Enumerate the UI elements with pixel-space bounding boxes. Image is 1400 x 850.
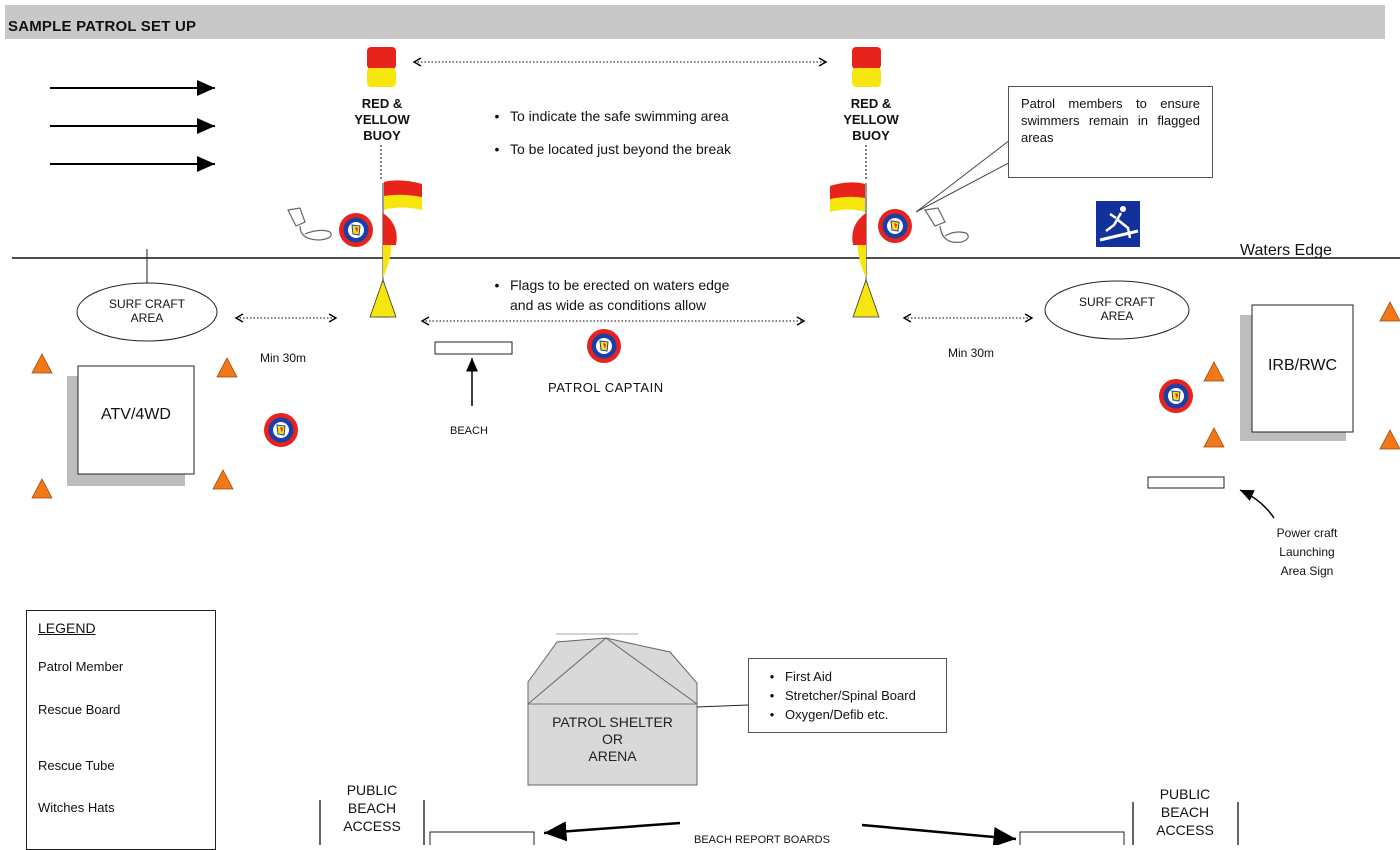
buoy-label-line: YELLOW bbox=[843, 112, 899, 127]
label-line: Power craft bbox=[1276, 526, 1338, 540]
patrol-member-icon bbox=[263, 412, 299, 448]
legend-item-rescue-tube: Rescue Tube bbox=[38, 758, 115, 773]
irb-label: IRB/RWC bbox=[1267, 357, 1338, 374]
buoy-label-line: RED & bbox=[361, 96, 403, 111]
label-line: Area Sign bbox=[1280, 564, 1334, 578]
patrol-member-icon bbox=[877, 208, 913, 244]
powercraft-label: Power craft Launching Area Sign bbox=[1262, 524, 1352, 581]
buoy-label-line: BUOY bbox=[363, 128, 401, 143]
witches-hat-icon bbox=[216, 357, 238, 378]
label-line: BEACH bbox=[1160, 804, 1210, 820]
patrol-member-icon bbox=[338, 212, 374, 248]
beach-sign bbox=[434, 341, 513, 355]
label-line: PUBLIC bbox=[346, 782, 398, 798]
label-line: SURF CRAFT bbox=[1079, 295, 1155, 309]
label-line: ACCESS bbox=[1156, 822, 1214, 838]
public-access-right: PUBLIC BEACH ACCESS bbox=[1140, 785, 1230, 839]
beach-report-label: BEACH REPORT BOARDS bbox=[694, 834, 830, 846]
label-line: SURF CRAFT bbox=[109, 297, 185, 311]
patrol-callout: Patrol members to ensure swimmers remain… bbox=[1008, 86, 1213, 178]
label-line: OR bbox=[602, 731, 623, 747]
shelter-item: First Aid bbox=[759, 667, 936, 686]
flag-right-icon bbox=[830, 182, 880, 318]
buoy-right-icon bbox=[852, 47, 881, 180]
legend-box bbox=[26, 610, 216, 850]
page-title: SAMPLE PATROL SET UP bbox=[8, 18, 197, 35]
patrol-shelter-icon bbox=[527, 633, 698, 786]
surfcraft-area-right bbox=[1044, 280, 1190, 340]
witches-hat-icon bbox=[212, 469, 234, 490]
shelter-items-callout: First Aid Stretcher/Spinal Board Oxygen/… bbox=[748, 658, 947, 733]
surfcraft-right-label: SURF CRAFT AREA bbox=[1062, 295, 1172, 323]
shelter-item: Stretcher/Spinal Board bbox=[759, 686, 936, 705]
buoy-left-icon bbox=[367, 47, 396, 180]
label-line: ACCESS bbox=[343, 818, 401, 834]
min-distance-right: Min 30m bbox=[948, 346, 995, 360]
callout-pointer bbox=[915, 139, 1019, 213]
witches-hat-icon bbox=[1379, 429, 1400, 450]
legend-item-patrol-member: Patrol Member bbox=[38, 659, 124, 674]
report-board-left bbox=[429, 831, 535, 845]
buoy-label-line: BUOY bbox=[852, 128, 890, 143]
patrol-captain-label: PATROL CAPTAIN bbox=[548, 380, 664, 395]
atv-area-box bbox=[77, 365, 195, 475]
report-board-right bbox=[1019, 831, 1125, 845]
label-line: BEACH bbox=[347, 800, 397, 816]
rescue-tube-left-icon bbox=[287, 207, 332, 241]
shelter-item: Oxygen/Defib etc. bbox=[759, 705, 936, 724]
witches-hat-icon bbox=[1203, 427, 1225, 448]
witches-hat-icon bbox=[31, 478, 53, 499]
buoy-left-label: RED & YELLOW BUOY bbox=[337, 96, 427, 144]
powercraft-sign bbox=[1147, 476, 1225, 489]
legend-item-rescue-board: Rescue Board bbox=[38, 702, 121, 717]
rescue-tube-right-icon bbox=[924, 207, 969, 244]
flags-note-line1: Flags to be erected on waters edge bbox=[484, 277, 729, 293]
buoy-note: To indicate the safe swimming area bbox=[484, 108, 729, 124]
witches-hat-icon bbox=[1379, 301, 1400, 322]
witches-hat-icon bbox=[1203, 361, 1225, 382]
patrol-captain-icon bbox=[586, 328, 622, 364]
min-distance-left: Min 30m bbox=[260, 351, 307, 365]
buoy-label-line: RED & bbox=[850, 96, 892, 111]
surfcraft-left-label: SURF CRAFT AREA bbox=[92, 297, 202, 325]
waters-edge-label: Waters Edge bbox=[1240, 242, 1332, 259]
label-line: PATROL SHELTER bbox=[552, 714, 673, 730]
beach-label: BEACH bbox=[450, 425, 488, 437]
shelter-label: PATROL SHELTER OR ARENA bbox=[528, 714, 697, 765]
label-line: AREA bbox=[130, 311, 164, 325]
wind-arrows bbox=[50, 80, 215, 172]
buoy-label-line: YELLOW bbox=[354, 112, 410, 127]
label-line: AREA bbox=[1100, 309, 1134, 323]
label-line: Launching bbox=[1279, 545, 1335, 559]
flags-note-line2: and as wide as conditions allow bbox=[510, 297, 707, 313]
witches-hat-icon bbox=[31, 353, 53, 374]
atv-label: ATV/4WD bbox=[101, 406, 171, 423]
header-bar bbox=[5, 5, 1385, 39]
legend-item-witches-hats: Witches Hats bbox=[38, 800, 115, 815]
buoy-note: To be located just beyond the break bbox=[484, 141, 731, 157]
buoy-right-label: RED & YELLOW BUOY bbox=[826, 96, 916, 144]
label-line: ARENA bbox=[588, 748, 637, 764]
label-line: PUBLIC bbox=[1159, 786, 1211, 802]
irb-area-box bbox=[1251, 304, 1354, 433]
flag-left-icon bbox=[369, 180, 422, 318]
legend-title: LEGEND bbox=[38, 620, 96, 636]
patrol-member-icon bbox=[1158, 378, 1194, 414]
public-access-left: PUBLIC BEACH ACCESS bbox=[327, 781, 417, 835]
surfing-sign-icon bbox=[1096, 201, 1140, 247]
